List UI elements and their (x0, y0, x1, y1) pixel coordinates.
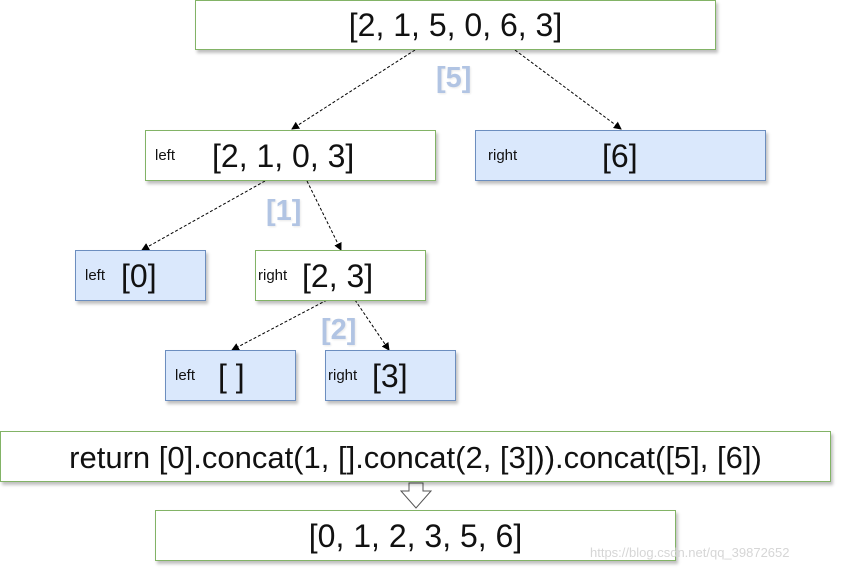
right-subarray-node-1: right [6] (475, 130, 766, 181)
right-subarray-value-2: [2, 3] (302, 258, 374, 294)
down-arrow-icon (399, 482, 433, 509)
right-subarray-value-3: [3] (372, 358, 408, 394)
left-subarray-node-2: left [0] (75, 250, 206, 301)
edge-l2-right (354, 299, 390, 351)
edge-l1-left (141, 180, 266, 251)
edge-root-right (514, 49, 622, 130)
watermark: https://blog.csdn.net/qq_39872652 (590, 545, 790, 560)
left-subarray-value-2: [0] (121, 258, 157, 294)
right-tag: right (488, 147, 518, 164)
pivot-label-5: [5] (436, 62, 472, 94)
left-tag: left (155, 147, 176, 164)
left-tag: left (175, 367, 196, 384)
left-subarray-value-3: [ ] (218, 358, 245, 394)
edge-l2-left (231, 299, 328, 351)
right-subarray-node-2: right [2, 3] (255, 250, 426, 301)
return-expression: return [0].concat(1, [].concat(2, [3])).… (69, 440, 762, 475)
result-array-box: [0, 1, 2, 3, 5, 6] (155, 510, 676, 561)
left-subarray-value-1: [2, 1, 0, 3] (212, 138, 355, 174)
right-subarray-node-3: right [3] (325, 350, 456, 401)
right-subarray-value-1: [6] (602, 138, 638, 174)
right-tag: right (328, 367, 358, 384)
left-subarray-node-1: left [2, 1, 0, 3] (145, 130, 436, 181)
left-tag: left (85, 267, 106, 284)
pivot-label-2: [2] (321, 314, 357, 346)
right-tag: right (258, 267, 288, 284)
root-array-node: [2, 1, 5, 0, 6, 3] (195, 0, 716, 50)
edge-l1-right (306, 180, 342, 251)
left-subarray-node-3: left [ ] (165, 350, 296, 401)
pivot-label-1: [1] (266, 195, 302, 227)
root-array-value: [2, 1, 5, 0, 6, 3] (348, 7, 563, 43)
return-expression-box: return [0].concat(1, [].concat(2, [3])).… (0, 431, 831, 482)
result-array-value: [0, 1, 2, 3, 5, 6] (308, 518, 523, 554)
edge-root-left (291, 49, 416, 130)
